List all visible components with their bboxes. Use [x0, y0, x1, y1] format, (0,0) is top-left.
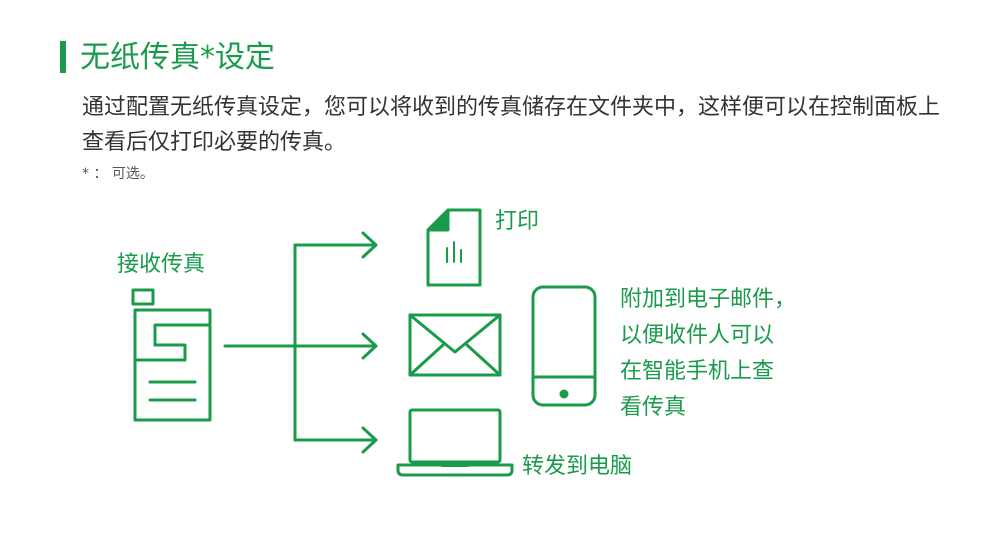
envelope-icon — [408, 313, 502, 377]
title-accent-bar — [60, 41, 66, 73]
laptop-icon — [396, 408, 514, 477]
fax-machine-icon — [131, 288, 212, 422]
receive-fax-label: 接收传真 — [117, 252, 206, 277]
arrow-to-pc-icon — [361, 426, 378, 454]
optional-note: * ： 可选。 — [82, 166, 154, 182]
arrow-to-print-icon — [361, 231, 378, 259]
page-title: 无纸传真*设定 — [80, 40, 275, 75]
description: 通过配置无纸传真设定，您可以将收到的传真储存在文件夹中，这样便可以在控制面板上查… — [82, 95, 941, 155]
forward-to-pc-label: 转发到电脑 — [522, 454, 633, 479]
print-label: 打印 — [495, 209, 540, 234]
flow-connector — [223, 243, 377, 442]
smartphone-icon — [531, 285, 597, 407]
document-icon — [426, 208, 482, 287]
email-smartphone-label: 附加到电子邮件， 以便收件人可以 在智能手机上查 看传真 — [620, 287, 797, 420]
arrow-to-email-icon — [361, 332, 378, 360]
